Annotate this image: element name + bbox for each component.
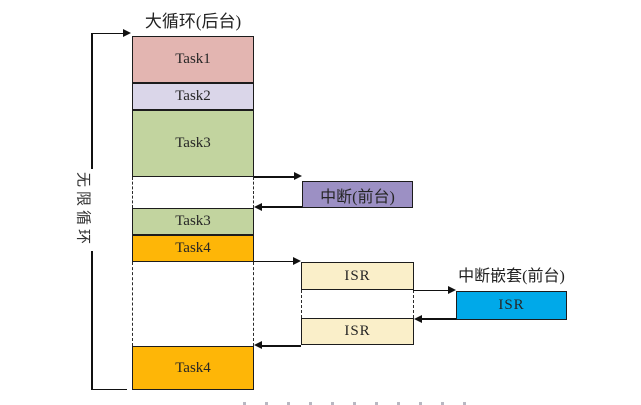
background-loop-title: 大循环(后台) <box>144 12 242 31</box>
arrow-interrupt-return-head-icon <box>254 202 262 211</box>
arrow-interrupt-call-line <box>254 176 295 178</box>
infinite-loop-label: 无限循环 <box>73 168 95 252</box>
loop-bracket-top-line <box>91 32 124 34</box>
interrupt-foreground-box: 中断(前台) <box>302 181 413 208</box>
nested-isr-box: ISR <box>456 291 567 320</box>
arrow-nested-call-line <box>413 289 449 292</box>
arrow-isr-return-line <box>261 345 301 347</box>
isr-gap-right-dashed-line <box>412 290 414 318</box>
isr-box-2: ISR <box>301 318 414 345</box>
arrow-interrupt-call-head-icon <box>294 172 302 181</box>
task2-box: Task2 <box>132 83 254 110</box>
task4-box: Task4 <box>132 235 254 262</box>
arrow-isr-return-head-icon <box>254 341 262 350</box>
arrow-interrupt-return-line <box>261 206 302 208</box>
idle-gap1-left-dashed-line <box>132 177 133 208</box>
task3-box: Task3 <box>132 110 254 177</box>
isr-box-1: ISR <box>301 262 414 290</box>
idle-gap2-left-dashed-line <box>132 262 133 346</box>
loop-top-arrowhead-icon <box>123 28 131 37</box>
idle-gap1-right-dashed-line <box>252 177 254 208</box>
arrow-nested-call-head-icon <box>448 286 456 294</box>
task1-box: Task1 <box>132 36 254 83</box>
isr-gap-left-dashed-line <box>301 290 302 318</box>
arrow-nested-return-line <box>421 318 456 320</box>
task4-resume-box: Task4 <box>132 346 254 390</box>
nested-interrupt-title: 中断嵌套(前台) <box>458 268 565 285</box>
arrow-nested-return-head-icon <box>414 314 422 323</box>
caption-top-slivers <box>243 402 478 405</box>
arrow-isr-call-head-icon <box>293 257 301 265</box>
arrow-isr-call-line <box>254 260 294 263</box>
loop-bracket-bottom-line <box>91 388 127 390</box>
idle-gap2-right-dashed-line <box>252 262 254 346</box>
task3-resume-box: Task3 <box>132 208 254 235</box>
